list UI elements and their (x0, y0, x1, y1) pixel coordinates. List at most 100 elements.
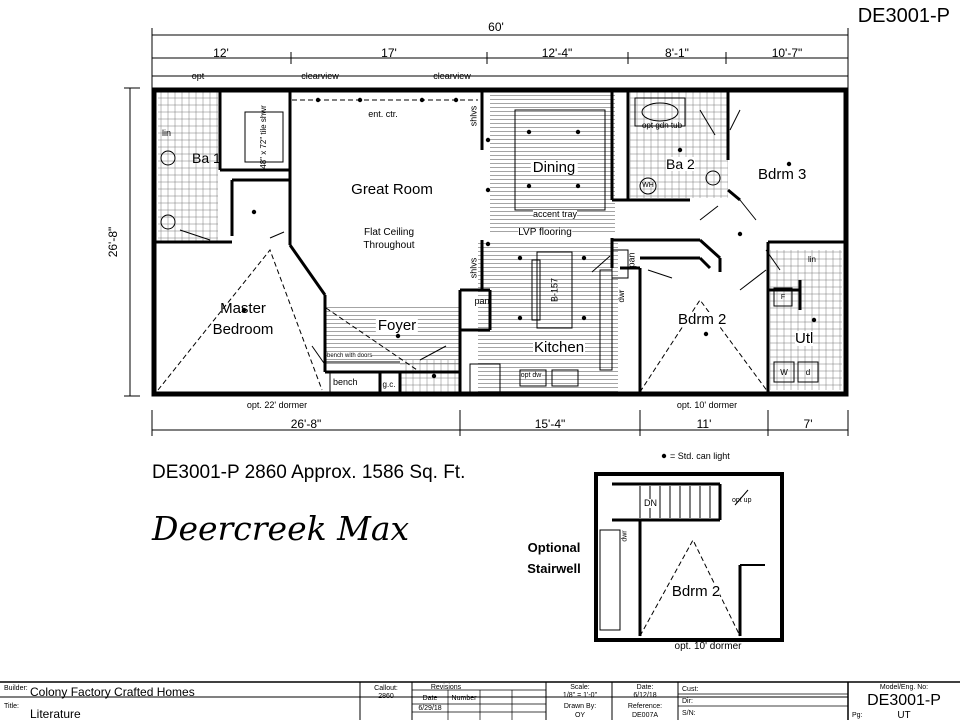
tb-date-col: Date (422, 695, 438, 702)
tb-callout-value: 2860 (378, 693, 394, 700)
optional-dormer: opt. 10' dormer (674, 641, 742, 652)
tb-ref-value: DE007A (631, 712, 659, 719)
tb-cust-label: Cust: (682, 686, 699, 693)
label-pan-2: pan (626, 252, 637, 268)
model-name: Deercreek Max (152, 509, 410, 548)
label-foyer: Foyer (375, 317, 419, 334)
optional-label-2: Stairwell (527, 561, 581, 576)
label-kitchen: Kitchen (533, 339, 586, 356)
tb-date2-value: 6/12/18 (633, 692, 657, 699)
dim-bottom-seg-4: 7' (803, 417, 813, 431)
model-code-header: DE3001-P (857, 5, 950, 27)
tb-drawn-value: OY (574, 712, 586, 719)
label-lvp-flooring: LVP flooring (518, 227, 572, 238)
label-throughout: Throughout (363, 240, 415, 251)
tb-builder-value: Colony Factory Crafted Homes (30, 685, 195, 699)
label-dining: Dining (530, 159, 578, 176)
label-shlvs-1: shlvs (468, 105, 479, 127)
side-dimension-line (124, 87, 140, 397)
label-utl: Utl (795, 330, 814, 347)
label-island: B-157 (549, 277, 560, 303)
tb-pg-label: Pg: (852, 712, 863, 719)
label-bdrm2: Bdrm 2 (678, 311, 727, 328)
dim-bottom-seg-2: 15'-4" (534, 417, 566, 431)
label-bdrm3: Bdrm 3 (758, 166, 807, 183)
optional-label-1: Optional (527, 540, 581, 555)
legend-can-light-dot (661, 453, 667, 459)
label-washer: W (780, 368, 788, 377)
tb-drawn-label: Drawn By: (563, 703, 597, 710)
label-bench-with-doors: bench with doors (327, 353, 373, 359)
label-furnace: F (780, 294, 786, 301)
label-accent-tray: accent tray (532, 209, 578, 219)
top-dimension-lines (151, 28, 849, 88)
label-shlvs-2: shlvs (468, 257, 479, 279)
optional-dwr: dwr (621, 530, 629, 542)
tb-builder-label: Builder: (4, 685, 28, 692)
label-gc: g.c. (382, 380, 396, 389)
tb-date2-label: Date: (636, 684, 654, 691)
legend-can-light-text: = Std. can light (670, 451, 730, 461)
dim-top-seg-1: 12' (213, 46, 229, 60)
tb-scale-value: 1/8" = 1'-0" (562, 692, 598, 699)
title-block-grid (0, 681, 960, 720)
interior-walls (156, 92, 844, 392)
tb-revisions-label: Revisions (430, 684, 462, 691)
label-pan-1: pan (474, 296, 490, 306)
label-dwr: dwr (617, 289, 626, 303)
note-dormer-10: opt. 10' dormer (676, 400, 738, 410)
tb-title-label: Title: (4, 703, 19, 710)
ba2-tile (630, 92, 728, 198)
label-ba1: Ba 1 (192, 150, 221, 166)
label-wh: WH (642, 182, 654, 189)
label-great-room-1: Great Room (351, 181, 433, 198)
optional-bdrm2: Bdrm 2 (671, 583, 721, 600)
exterior-walls (151, 87, 849, 397)
label-ent-ctr: ent. ctr. (368, 109, 398, 119)
label-shower: 48" x 72" tile shwr (259, 105, 268, 169)
kitchen-floor-hatch (478, 240, 618, 395)
tb-ref-label: Reference: (627, 703, 663, 710)
dim-bottom-seg-3: 11' (696, 417, 712, 431)
optional-stairwell-inset (594, 472, 784, 642)
tb-model-value: DE3001-P (867, 692, 941, 709)
tb-title-value: Literature (30, 707, 81, 721)
label-lin-2: lin (808, 255, 817, 264)
note-clearview-2: clearview (433, 71, 471, 81)
tb-sn-label: S/N: (682, 710, 696, 717)
utility-tile (770, 250, 842, 390)
note-opt-top: opt (191, 71, 205, 81)
tb-dir-label: Dir: (682, 698, 693, 705)
note-clearview-1: clearview (301, 71, 339, 81)
ba1-tile (158, 92, 218, 242)
label-flat-ceiling: Flat Ceiling (363, 227, 415, 238)
optional-dn: DN (644, 498, 657, 508)
label-master: Master (220, 300, 266, 317)
dim-top-seg-5: 10'-7" (771, 46, 803, 60)
dim-bottom-seg-1: 26'-8" (290, 417, 322, 431)
detail-lines (157, 97, 819, 393)
closet-tile (400, 360, 460, 392)
label-dryer: d (805, 368, 811, 377)
dim-top-seg-2: 17' (381, 46, 397, 60)
tb-rev-date: 6/29/18 (418, 705, 442, 712)
dim-side-depth: 26'-8" (106, 226, 120, 258)
note-dormer-22: opt. 22' dormer (246, 400, 308, 410)
label-ba2: Ba 2 (666, 156, 695, 172)
dim-top-seg-4: 8'-1" (665, 46, 689, 60)
tb-callout-label: Callout: (374, 685, 398, 692)
can-lights (241, 97, 817, 379)
label-lin-1: lin (162, 128, 172, 138)
note-opt-gdn-tub: opt gdn tub (641, 121, 683, 130)
dim-top-total: 60' (488, 20, 504, 34)
tb-number-col: Number (451, 695, 477, 702)
label-bench: bench (333, 377, 358, 387)
optional-opt-up: opt up (732, 497, 752, 504)
label-opt-dw: opt dw (520, 372, 542, 379)
label-bedroom: Bedroom (212, 321, 274, 338)
bottom-dimension-lines (151, 410, 849, 436)
dim-top-seg-3: 12'-4" (541, 46, 573, 60)
tb-model-label: Model/Eng. No: (879, 684, 929, 691)
